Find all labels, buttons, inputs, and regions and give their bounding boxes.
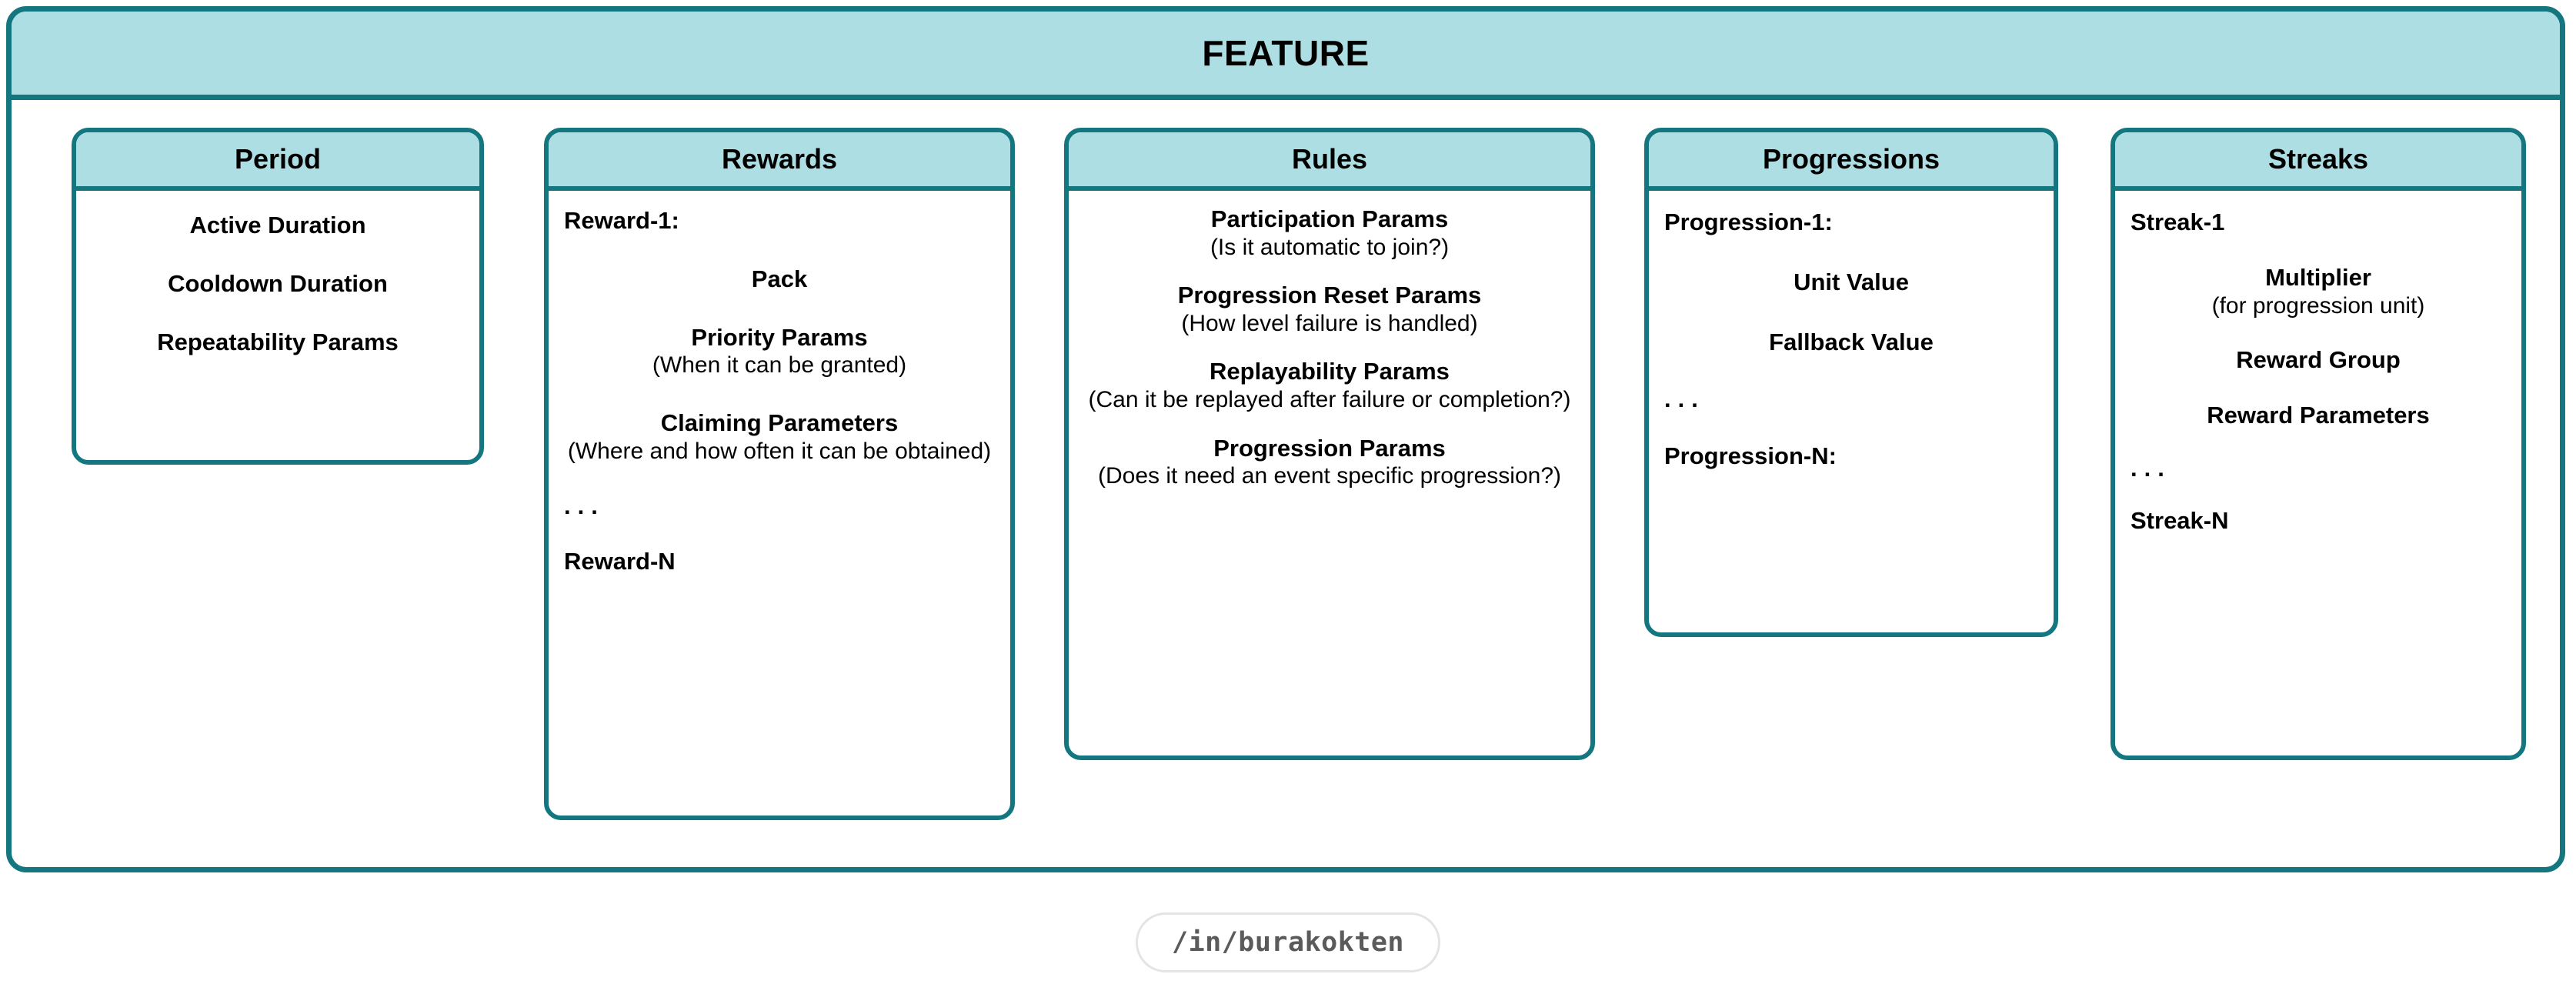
card-rules-entry: Participation Params(Is it automatic to …: [1084, 205, 1575, 261]
card-rules: Rules Participation Params(Is it automat…: [1064, 128, 1595, 760]
card-rules-entry: Replayability Params(Can it be replayed …: [1084, 357, 1575, 413]
card-streaks-entry: ...: [2131, 456, 2506, 480]
entry-label: Claiming Parameters: [660, 409, 899, 436]
feature-header: FEATURE: [12, 12, 2560, 100]
ellipsis-marker: ...: [564, 492, 605, 520]
card-rewards-entry: Pack: [564, 265, 995, 294]
entry-description: (Can it be replayed after failure or com…: [1088, 387, 1571, 413]
card-rules-header: Rules: [1069, 132, 1590, 191]
card-rewards-entry: Claiming Parameters(Where and how often …: [564, 409, 995, 465]
card-rewards-title: Rewards: [721, 143, 838, 175]
entry-label: Streak-N: [2131, 506, 2229, 534]
entry-label: Replayability Params: [1210, 358, 1450, 385]
entry-label: Repeatability Params: [157, 328, 399, 355]
entry-description: (for progression unit): [2211, 292, 2425, 319]
card-period-title: Period: [234, 143, 322, 175]
entry-description: (How level failure is handled): [1181, 311, 1478, 337]
card-progressions-header: Progressions: [1649, 132, 2054, 191]
entry-label: Reward Parameters: [2207, 401, 2430, 429]
card-streaks-title: Streaks: [2267, 143, 2369, 175]
ellipsis-marker: ...: [1664, 385, 1705, 413]
entry-label: Progression-1:: [1664, 208, 1833, 235]
card-progressions-entry: Progression-1:: [1664, 208, 2038, 237]
entry-label: Participation Params: [1210, 205, 1449, 232]
entry-description: (Is it automatic to join?): [1210, 234, 1450, 260]
entry-description: (Where and how often it can be obtained): [567, 438, 992, 464]
ellipsis-marker: ...: [2131, 454, 2171, 482]
card-rules-body: Participation Params(Is it automatic to …: [1069, 191, 1590, 527]
entry-label: Streak-1: [2131, 208, 2225, 235]
page-title: FEATURE: [1202, 33, 1370, 73]
card-streaks-header: Streaks: [2115, 132, 2521, 191]
entry-label: Active Duration: [189, 212, 366, 238]
card-streaks-entry: Reward Group: [2131, 345, 2506, 375]
card-period-entry: Cooldown Duration: [92, 269, 464, 299]
card-rules-title: Rules: [1291, 143, 1368, 175]
card-streaks-entry: Multiplier(for progression unit): [2131, 263, 2506, 319]
entry-description: (When it can be granted): [652, 352, 907, 379]
card-period-entry: Repeatability Params: [92, 328, 464, 357]
entry-label: Pack: [751, 265, 808, 292]
card-rules-entry: Progression Params(Does it need an event…: [1084, 434, 1575, 490]
entry-label: Fallback Value: [1769, 328, 1934, 355]
entry-label: Progression Reset Params: [1177, 282, 1482, 309]
card-period-header: Period: [76, 132, 479, 191]
card-rewards-header: Rewards: [549, 132, 1010, 191]
card-progressions-entry: Fallback Value: [1664, 328, 2038, 357]
entry-description: (Does it need an event specific progress…: [1098, 463, 1561, 489]
entry-label: Multiplier: [2265, 263, 2371, 291]
card-streaks-entry: Reward Parameters: [2131, 401, 2506, 430]
card-rewards-entry: ...: [564, 494, 995, 518]
card-progressions-entry: Progression-N:: [1664, 442, 2038, 471]
entry-label: Progression-N:: [1664, 442, 1837, 470]
card-streaks-entry: Streak-N: [2131, 506, 2506, 535]
entry-label: Reward Group: [2236, 346, 2401, 374]
card-period-entry: Active Duration: [92, 211, 464, 240]
card-progressions-entry: ...: [1664, 387, 2038, 411]
entry-label: Priority Params: [691, 323, 868, 351]
card-progressions-entry: Unit Value: [1664, 268, 2038, 297]
entry-label: Reward-N: [564, 548, 676, 575]
card-rewards-entry: Reward-1:: [564, 206, 995, 235]
profile-handle-badge[interactable]: /in/burakokten: [1135, 912, 1441, 972]
card-rewards-entry: Reward-N: [564, 547, 995, 576]
card-streaks-entry: Streak-1: [2131, 208, 2506, 237]
entry-label: Cooldown Duration: [168, 269, 388, 297]
card-rules-entry: Progression Reset Params(How level failu…: [1084, 281, 1575, 337]
profile-handle-text: /in/burakokten: [1171, 927, 1405, 958]
entry-label: Reward-1:: [564, 207, 679, 234]
card-progressions-title: Progressions: [1762, 143, 1940, 175]
entry-label: Progression Params: [1213, 434, 1446, 462]
entry-label: Unit Value: [1794, 268, 1909, 295]
card-rewards-entry: Priority Params(When it can be granted): [564, 323, 995, 379]
